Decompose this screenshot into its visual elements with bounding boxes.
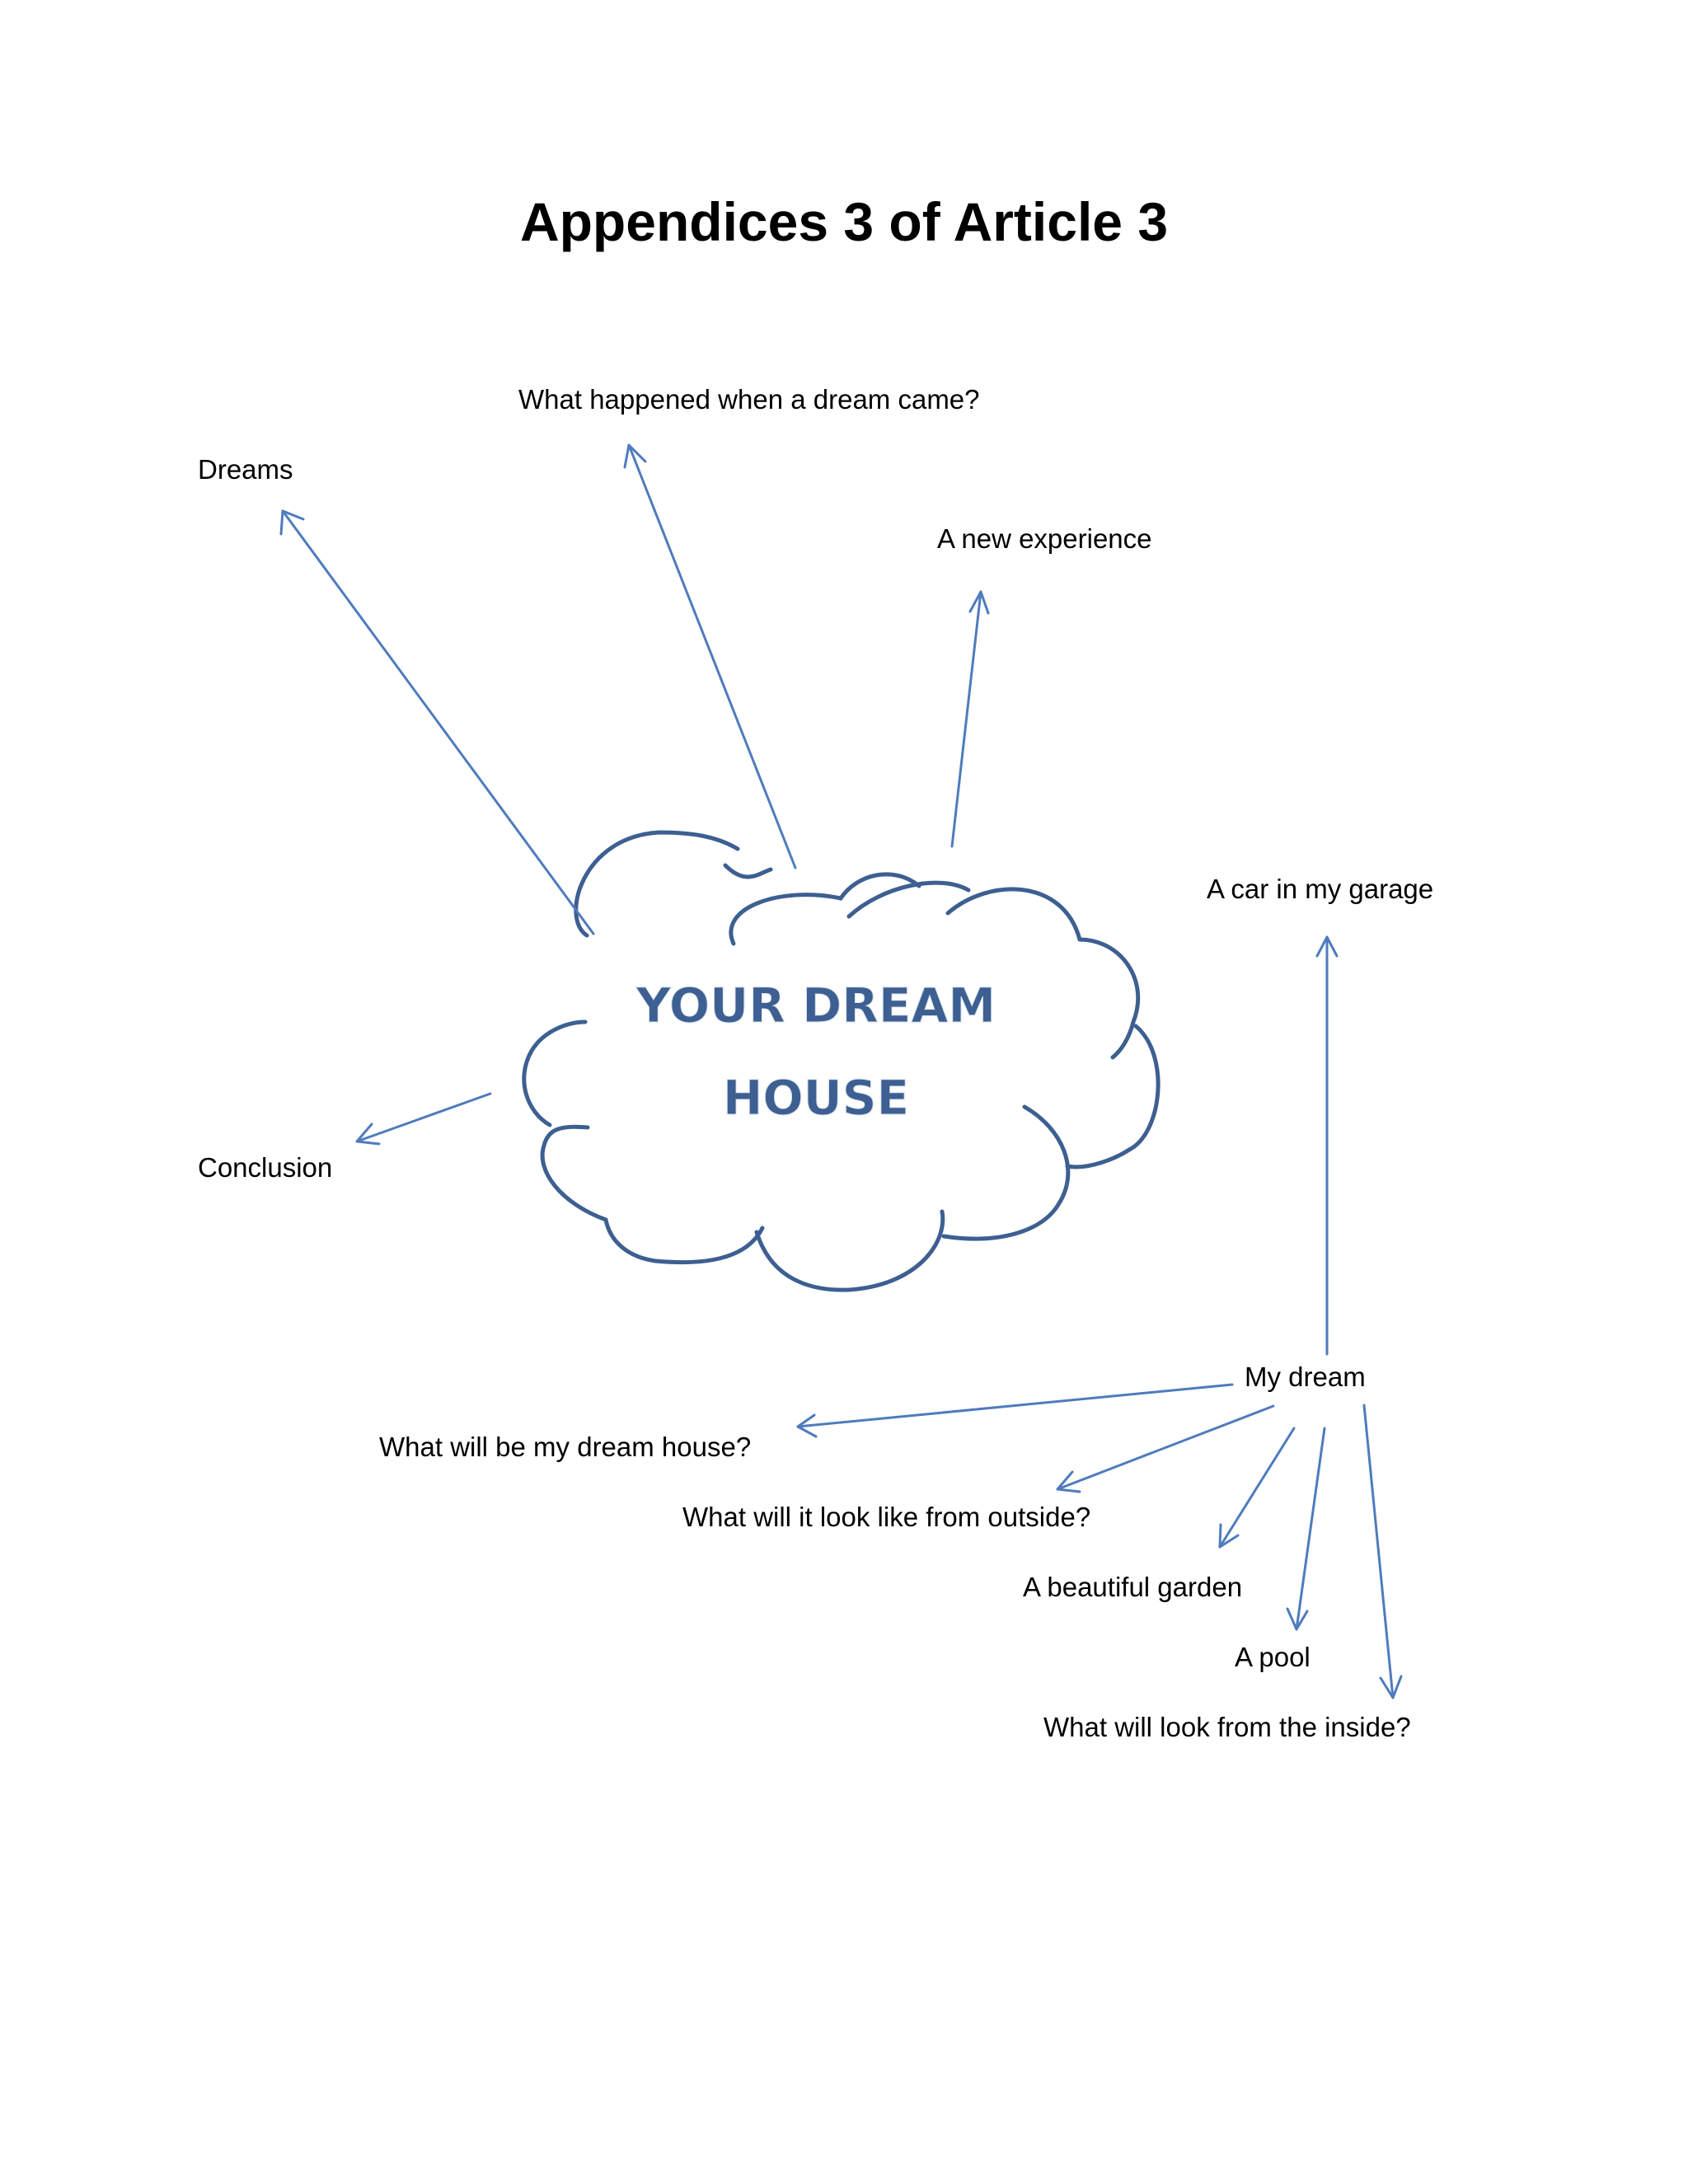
- node-look-inside: What will look from the inside?: [1043, 1712, 1411, 1742]
- node-look-outside: What will it look like from outside?: [682, 1502, 1091, 1532]
- node-my-dream: My dream: [1245, 1361, 1366, 1392]
- node-dreams: Dreams: [198, 454, 293, 485]
- arrow-to-dreams: [279, 509, 595, 935]
- arrow-to-new-experience: [950, 590, 990, 848]
- arrow-to-car-in-garage: [1315, 935, 1339, 1356]
- page-title: Appendices 3 of Article 3: [519, 191, 1169, 252]
- cloud-title-line2: HOUSE: [723, 1070, 909, 1126]
- node-pool: A pool: [1235, 1642, 1311, 1672]
- node-new-experience: A new experience: [937, 523, 1152, 554]
- cloud-shape: [522, 830, 1160, 1292]
- node-dream-house: What will be my dream house?: [379, 1432, 752, 1462]
- arrow-to-dream-house: [796, 1383, 1234, 1438]
- arrow-to-conclusion: [355, 1092, 492, 1146]
- arrow-to-beautiful-garden: [1218, 1427, 1296, 1549]
- node-what-happened: What happened when a dream came?: [518, 384, 980, 415]
- arrow-to-look-inside: [1362, 1404, 1403, 1699]
- arrow-to-what-happened: [623, 443, 797, 869]
- arrow-to-look-outside: [1056, 1404, 1275, 1493]
- node-car-in-garage: A car in my garage: [1207, 874, 1434, 904]
- arrow-to-pool: [1286, 1427, 1326, 1631]
- cloud-title-line1: YOUR DREAM: [635, 977, 996, 1033]
- node-beautiful-garden: A beautiful garden: [1023, 1572, 1243, 1602]
- node-conclusion: Conclusion: [198, 1152, 333, 1183]
